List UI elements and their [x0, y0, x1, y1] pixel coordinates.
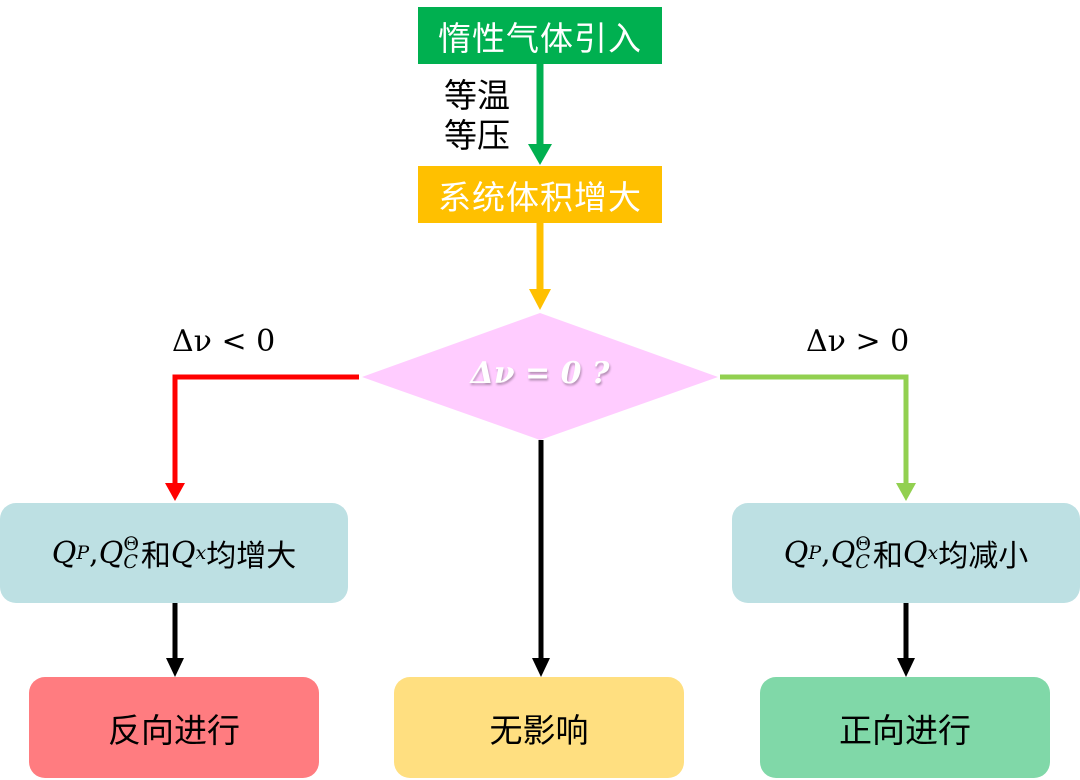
q-p-symbol: Q: [51, 535, 77, 571]
q-x-subscript: x: [195, 542, 207, 564]
quotient-increase-text: 均增大: [206, 539, 297, 574]
comma: ,: [89, 535, 99, 571]
comma: ,: [821, 535, 831, 571]
inert-gas-label: 惰性气体引入: [438, 18, 642, 58]
arrowhead-right-down: [897, 658, 915, 677]
conjunction: 和: [140, 539, 171, 574]
decision-diamond[interactable]: [362, 313, 718, 440]
arrow-left-branch: [172, 374, 359, 485]
arrowhead-volume-to-decision: [529, 289, 551, 310]
q-x-symbol: Q: [902, 535, 928, 571]
q-p-subscript: P: [76, 542, 90, 564]
q-c-symbol: Q: [830, 535, 856, 571]
q-c-symbol: Q: [98, 535, 124, 571]
q-p-subscript: P: [808, 542, 822, 564]
volume-increase-node[interactable]: 系统体积增大: [418, 166, 662, 223]
q-x-symbol: Q: [170, 535, 196, 571]
q-c-subscript: C: [123, 551, 138, 573]
decision-label: Δν = 0 ?: [470, 356, 610, 391]
arrowhead-inert-to-volume: [528, 144, 552, 165]
arrowhead-right-branch: [896, 483, 916, 501]
arrowhead-middle: [532, 658, 550, 677]
q-c-superscript: Θ: [855, 533, 871, 555]
arrowhead-left-branch: [165, 483, 185, 501]
inert-gas-node[interactable]: 惰性气体引入: [418, 7, 662, 64]
volume-increase-label: 系统体积增大: [438, 177, 642, 217]
arrowhead-left-down: [166, 658, 184, 677]
arrow-right-branch: [720, 374, 909, 485]
q-x-subscript: x: [927, 542, 939, 564]
q-c-subscript: C: [855, 551, 870, 573]
condition-label: 等温 等压: [444, 76, 510, 156]
q-p-symbol: Q: [783, 535, 809, 571]
conjunction: 和: [872, 539, 903, 574]
result-reverse-label: 反向进行: [108, 710, 240, 750]
q-c-superscript: Θ: [123, 533, 139, 555]
condition-line-1: 等温: [444, 76, 510, 115]
result-forward-node[interactable]: 正向进行: [760, 677, 1050, 778]
branch-left-label: Δν < 0: [172, 324, 276, 359]
quotient-decrease-text: 均减小: [938, 539, 1029, 574]
result-reverse-node[interactable]: 反向进行: [29, 677, 319, 778]
condition-line-2: 等压: [444, 116, 510, 155]
result-forward-label: 正向进行: [839, 710, 971, 750]
result-no-effect-label: 无影响: [489, 710, 589, 750]
branch-right-label: Δν > 0: [806, 324, 910, 359]
result-no-effect-node[interactable]: 无影响: [394, 677, 684, 778]
